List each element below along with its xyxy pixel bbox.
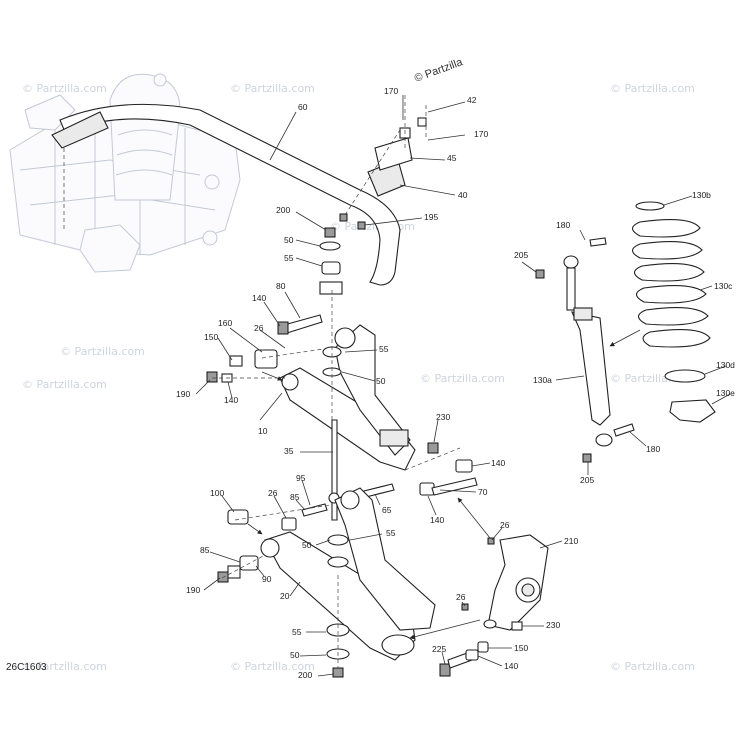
callout-42: 42 (467, 95, 477, 105)
coil-spring-assembly (609, 201, 716, 423)
callout-205: 205 (580, 475, 594, 485)
callout-35: 35 (284, 446, 294, 456)
callout-50: 50 (284, 235, 294, 245)
callout-130e: 130e (716, 388, 735, 398)
center-bushings-upper (322, 290, 342, 420)
callout-45: 45 (447, 153, 457, 163)
watermarks: © Partzilla.com © Partzilla.com © Partzi… (22, 82, 695, 673)
callout-170: 170 (474, 129, 488, 139)
callout-55: 55 (379, 344, 389, 354)
callout-140: 140 (430, 515, 444, 525)
callout-180: 180 (646, 444, 660, 454)
callout-40: 40 (458, 190, 468, 200)
callout-60: 60 (298, 102, 308, 112)
upper-link-hardware (319, 213, 366, 275)
callout-85: 85 (290, 492, 300, 502)
upper-arm-pivot-hardware (206, 314, 331, 383)
stabilizer-link (328, 419, 340, 521)
diagram-reference-code: 26C1603 (6, 662, 47, 673)
callout-50: 50 (302, 540, 312, 550)
shock-absorber (535, 237, 635, 463)
callout-leaders (195, 95, 731, 677)
callout-140: 140 (224, 395, 238, 405)
ghost-vehicle-frame (9, 73, 241, 273)
callout-26: 26 (268, 488, 278, 498)
callout-100: 100 (210, 488, 224, 498)
lower-a-arm (260, 487, 436, 661)
callout-200: 200 (298, 670, 312, 680)
callout-26: 26 (254, 323, 264, 333)
callout-85: 85 (200, 545, 210, 555)
callout-130d: 130d (716, 360, 735, 370)
callout-65: 65 (382, 505, 392, 515)
callout-180: 180 (556, 220, 570, 230)
callout-170: 170 (384, 86, 398, 96)
callout-70: 70 (478, 487, 488, 497)
callout-230: 230 (546, 620, 560, 630)
callout-20: 20 (280, 591, 290, 601)
ball-joint-hardware (359, 442, 478, 499)
callout-95: 95 (296, 473, 306, 483)
callout-130b: 130b (692, 190, 711, 200)
watermark: © Partzilla.com (330, 220, 415, 233)
steering-knuckle (461, 534, 549, 631)
callout-55: 55 (386, 528, 396, 538)
callout-140: 140 (491, 458, 505, 468)
lower-arm-pivot-hardware (217, 503, 331, 583)
callout-26: 26 (500, 520, 510, 530)
callout-210: 210 (564, 536, 578, 546)
upper-a-arm (259, 324, 416, 471)
watermark: © Partzilla.com (420, 372, 505, 385)
callout-140: 140 (252, 293, 266, 303)
callout-200: 200 (276, 205, 290, 215)
callout-195: 195 (424, 212, 438, 222)
watermark: © Partzilla.com (230, 660, 315, 673)
callout-130c: 130c (714, 281, 733, 291)
callout-130a: 130a (533, 375, 552, 385)
partzilla-logo: © Partzilla (413, 56, 465, 85)
callout-190: 190 (176, 389, 190, 399)
watermark: © Partzilla.com (22, 82, 107, 95)
watermark: © Partzilla.com (610, 82, 695, 95)
callout-230: 230 (436, 412, 450, 422)
callout-26: 26 (456, 592, 466, 602)
assembly-arrows (409, 497, 491, 640)
callouts: 170 42 170 45 40 60 200 195 50 55 80 140… (176, 86, 735, 680)
watermark: © Partzilla.com (22, 378, 107, 391)
callout-150: 150 (204, 332, 218, 342)
callout-90: 90 (262, 574, 272, 584)
callout-50: 50 (290, 650, 300, 660)
stabilizer-bushing-bracket (344, 95, 427, 216)
callout-55: 55 (284, 253, 294, 263)
callout-160: 160 (218, 318, 232, 328)
watermark: © Partzilla.com (60, 345, 145, 358)
callout-140: 140 (504, 661, 518, 671)
watermark: © Partzilla.com (610, 660, 695, 673)
center-bushings-lower (326, 534, 350, 678)
watermark: © Partzilla.com (230, 82, 315, 95)
callout-205: 205 (514, 250, 528, 260)
watermark: © Partzilla.com (22, 660, 107, 673)
callout-50: 50 (376, 376, 386, 386)
callout-150: 150 (514, 643, 528, 653)
callout-10: 10 (258, 426, 268, 436)
callout-225: 225 (432, 644, 446, 654)
lower-ball-joint-hardware (439, 641, 489, 677)
callout-80: 80 (276, 281, 286, 291)
callout-55: 55 (292, 627, 302, 637)
callout-190: 190 (186, 585, 200, 595)
stabilizer-bar (51, 103, 401, 295)
